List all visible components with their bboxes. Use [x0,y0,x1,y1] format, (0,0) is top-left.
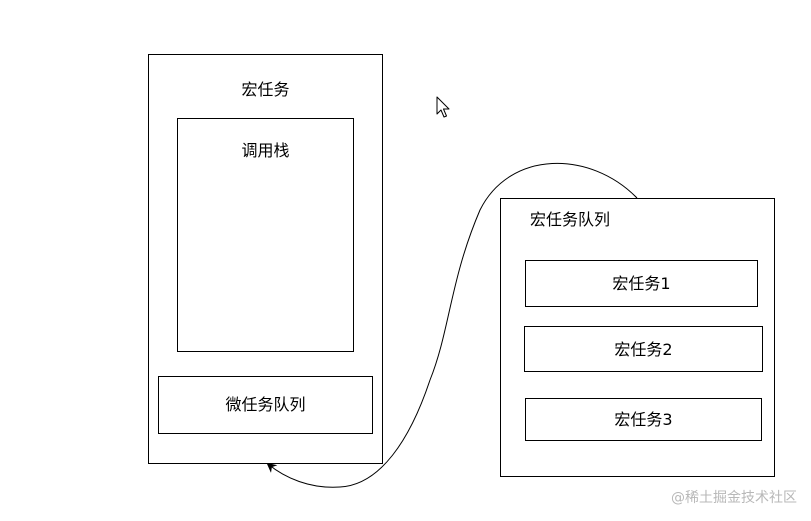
macro-task-item-label: 宏任务3 [614,410,673,429]
macro-task-title: 宏任务 [241,80,290,99]
call-stack-box: 调用栈 [177,118,354,352]
macro-task-item: 宏任务2 [524,326,763,372]
microtask-queue-label: 微任务队列 [225,395,306,414]
macro-task-item: 宏任务3 [525,398,762,441]
macro-task-queue-title: 宏任务队列 [530,210,611,229]
macro-task-item-label: 宏任务2 [614,340,673,359]
macro-task-box: 宏任务 调用栈 微任务队列 [148,54,383,464]
mouse-pointer-icon [436,96,450,118]
macro-task-queue-box: 宏任务队列 宏任务1 宏任务2 宏任务3 [500,198,775,477]
microtask-queue-box: 微任务队列 [158,376,373,434]
watermark-text: @稀土掘金技术社区 [671,490,797,506]
call-stack-label: 调用栈 [241,141,290,160]
macro-task-item: 宏任务1 [525,260,758,307]
macro-task-item-label: 宏任务1 [612,274,671,293]
